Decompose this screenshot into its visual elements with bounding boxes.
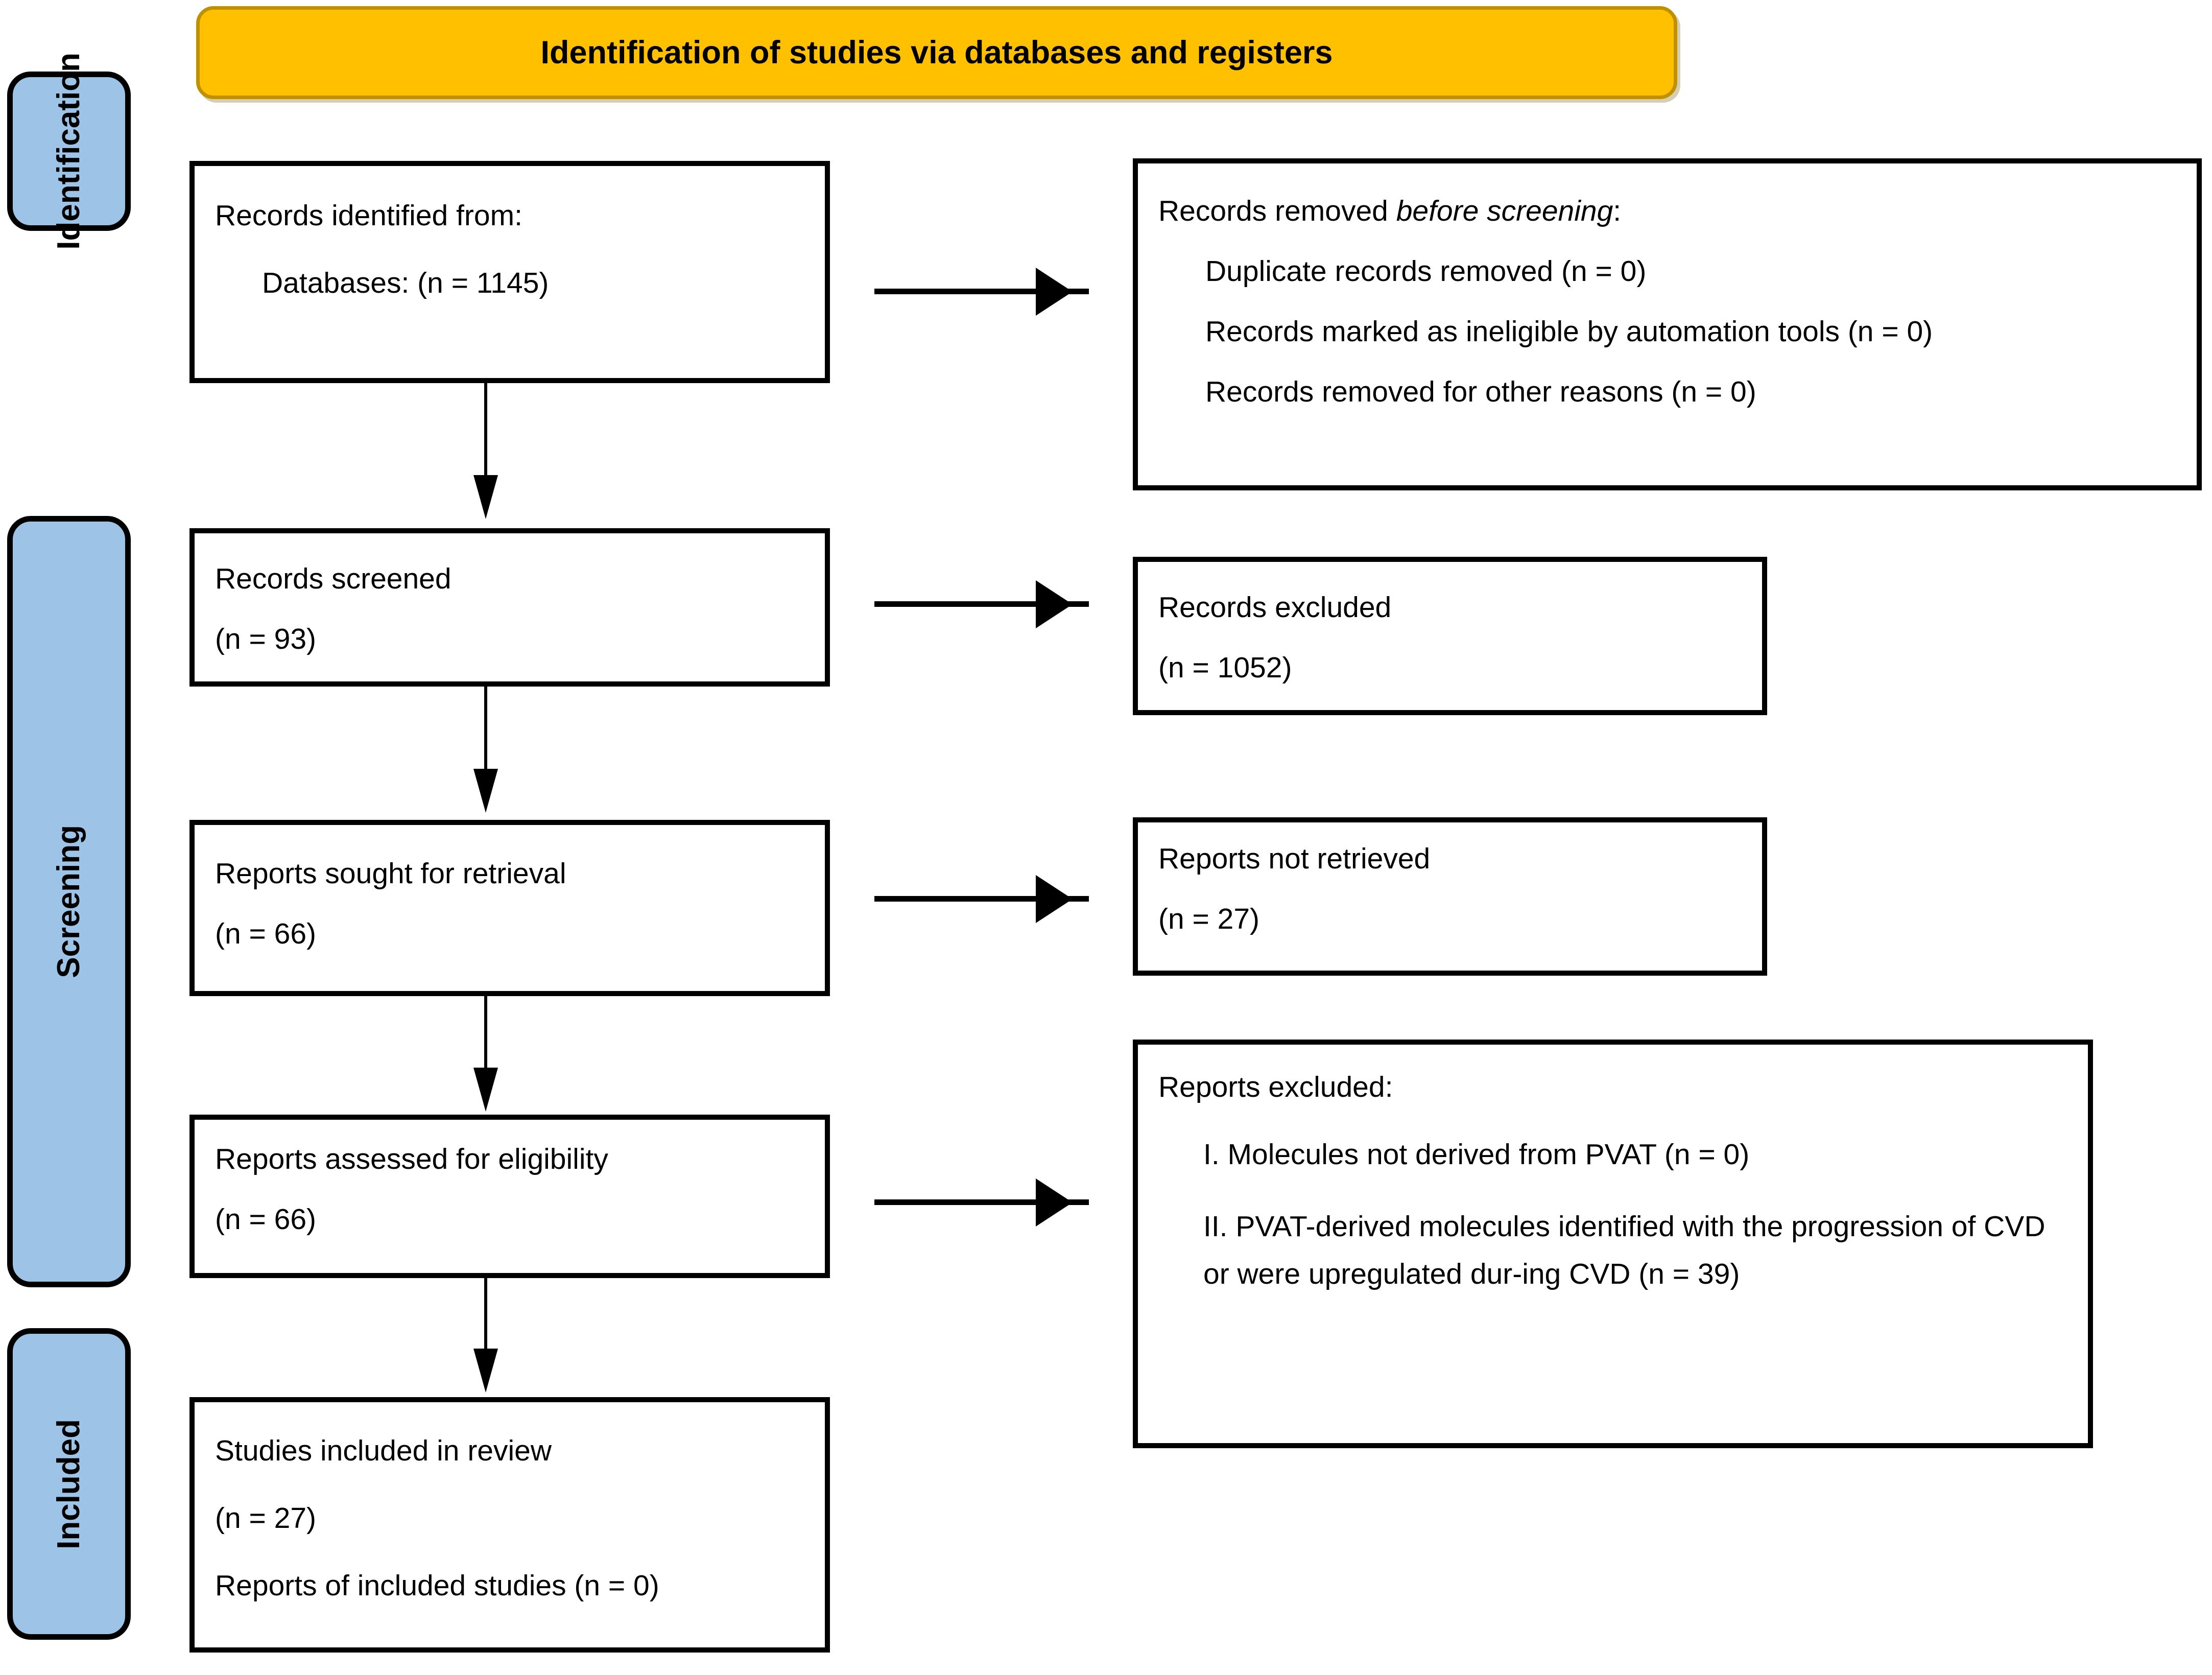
arrow-identified-to-removed-head xyxy=(1036,268,1073,316)
reports-assessed-line-1: Reports assessed for eligibility xyxy=(215,1143,608,1175)
records-removed-heading-suffix: : xyxy=(1613,195,1622,227)
records-screened-line-1: Records screened xyxy=(215,562,451,595)
box-records-excluded: Records excluded (n = 1052) xyxy=(1133,557,1767,715)
reports-excluded-item-2: II. PVAT-derived molecules identified wi… xyxy=(1203,1210,2045,1290)
records-removed-heading: Records removed before screening: xyxy=(1158,192,2176,230)
arrow-assessed-to-included-head xyxy=(473,1349,498,1393)
arrow-screened-to-sought-head xyxy=(473,769,498,813)
arrow-assessed-to-reports-excluded-head xyxy=(1036,1178,1073,1226)
arrow-screened-to-excluded-head xyxy=(1036,580,1073,628)
stage-identification: Identification xyxy=(7,53,131,250)
stage-screening: Screening xyxy=(7,516,131,1287)
box-reports-assessed-for-eligibility: Reports assessed for eligibility (n = 66… xyxy=(189,1115,830,1278)
header-banner-title: Identification of studies via databases … xyxy=(540,35,1333,70)
records-excluded-line-1: Records excluded xyxy=(1158,591,1392,624)
reports-not-retrieved-line-2: (n = 27) xyxy=(1158,903,1260,936)
reports-sought-line-2: (n = 66) xyxy=(215,917,317,951)
arrow-sought-to-not-retrieved-head xyxy=(1036,875,1073,923)
box-studies-included-in-review: Studies included in review (n = 27) Repo… xyxy=(189,1397,830,1653)
reports-sought-line-1: Reports sought for retrieval xyxy=(215,857,566,890)
reports-assessed-line-2: (n = 66) xyxy=(215,1203,317,1236)
arrow-sought-to-assessed-head xyxy=(473,1068,498,1112)
records-identified-line-2: Databases: (n = 1145) xyxy=(262,267,549,300)
arrow-sought-to-not-retrieved-shaft xyxy=(874,896,1089,902)
arrow-screened-to-excluded-shaft xyxy=(874,601,1089,607)
box-records-removed-before-screening: Records removed before screening: Duplic… xyxy=(1133,158,2202,490)
box-reports-sought-for-retrieval: Reports sought for retrieval (n = 66) xyxy=(189,820,830,996)
box-records-screened: Records screened (n = 93) xyxy=(189,528,830,687)
studies-included-line-2: (n = 27) xyxy=(215,1502,317,1535)
arrow-sought-to-assessed-shaft xyxy=(484,996,487,1078)
stage-screening-label: Screening xyxy=(51,825,86,978)
records-identified-line-1: Records identified from: xyxy=(215,199,522,232)
records-removed-heading-prefix: Records removed xyxy=(1158,195,1396,227)
stage-included-label: Included xyxy=(51,1419,86,1549)
reports-excluded-heading: Reports excluded: xyxy=(1158,1071,1393,1103)
studies-included-line-3: Reports of included studies (n = 0) xyxy=(215,1569,659,1602)
arrow-identified-to-screened-shaft xyxy=(484,383,487,485)
box-records-identified: Records identified from: Databases: (n =… xyxy=(189,161,830,383)
arrow-identified-to-removed-shaft xyxy=(874,289,1089,294)
records-screened-line-2: (n = 93) xyxy=(215,623,317,656)
stage-identification-label: Identification xyxy=(51,53,86,250)
arrow-identified-to-screened-head xyxy=(473,475,498,519)
records-removed-item-other: Records removed for other reasons (n = 0… xyxy=(1205,375,1756,409)
header-banner: Identification of studies via databases … xyxy=(196,6,1677,99)
box-reports-not-retrieved: Reports not retrieved (n = 27) xyxy=(1133,817,1767,976)
records-excluded-line-2: (n = 1052) xyxy=(1158,651,1292,685)
arrow-assessed-to-included-shaft xyxy=(484,1278,487,1355)
reports-not-retrieved-line-1: Reports not retrieved xyxy=(1158,842,1431,875)
records-removed-heading-italic: before screening xyxy=(1396,195,1613,227)
reports-excluded-item-1: I. Molecules not derived from PVAT (n = … xyxy=(1203,1138,1750,1171)
arrow-assessed-to-reports-excluded-shaft xyxy=(874,1199,1089,1205)
arrow-screened-to-sought-shaft xyxy=(484,687,487,778)
box-reports-excluded: Reports excluded: I. Molecules not deriv… xyxy=(1133,1040,2093,1448)
records-removed-item-automation: Records marked as ineligible by automati… xyxy=(1205,315,1933,348)
stage-included: Included xyxy=(7,1328,131,1640)
records-removed-item-duplicates: Duplicate records removed (n = 0) xyxy=(1205,255,1647,288)
studies-included-line-1: Studies included in review xyxy=(215,1434,552,1467)
